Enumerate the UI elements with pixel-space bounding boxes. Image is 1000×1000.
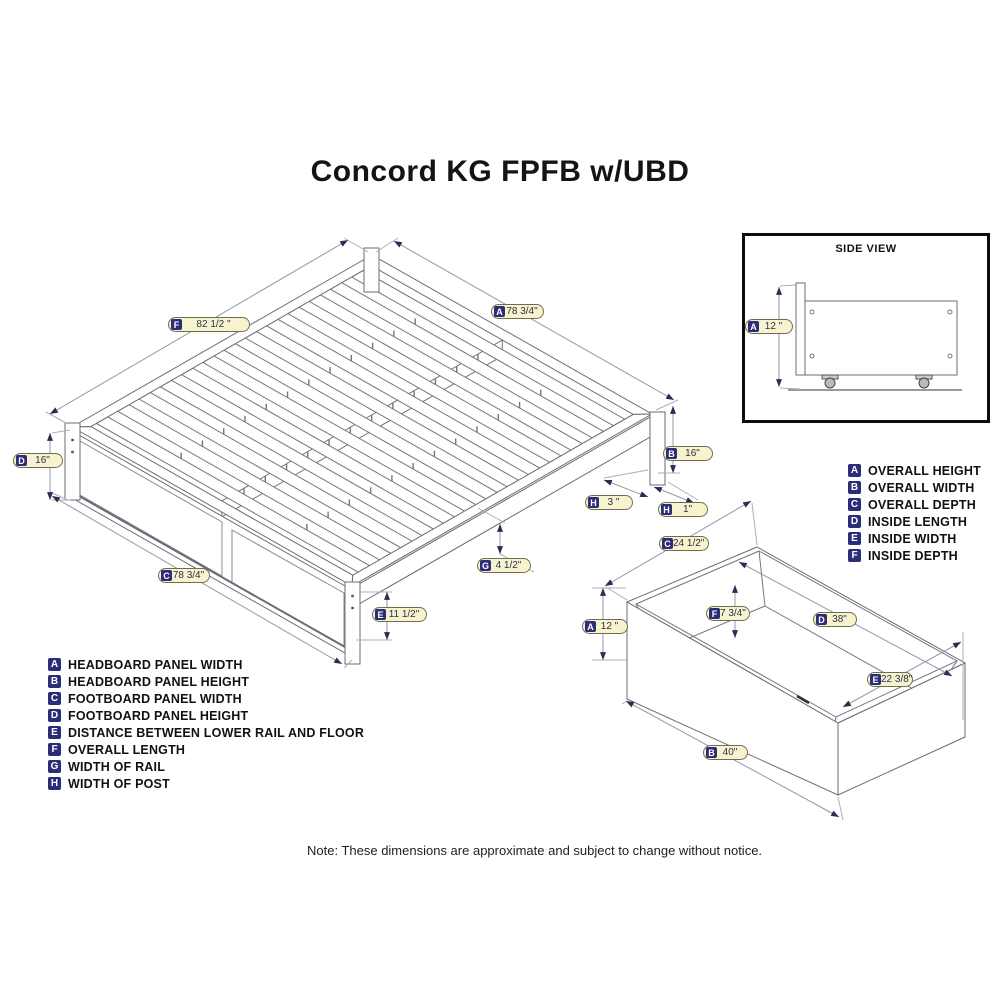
dim-label-rail-width: G 4 1/2" (477, 558, 531, 573)
dim-label-drawer-overall-depth: C 24 1/2" (659, 536, 709, 551)
page-title: Concord KG FPFB w/UBD (310, 155, 690, 188)
side-view-inset-box (742, 233, 990, 423)
dim-label-headboard-width: A 78 3/4" (491, 304, 544, 319)
dim-label-post-width-1: H 1" (658, 502, 708, 517)
dim-label-drawer-overall-height: A 12 " (582, 619, 628, 634)
dim-label-headboard-height: B 16" (663, 446, 713, 461)
dim-label-footboard-width: C 78 3/4" (158, 568, 210, 583)
bed-drawing (45, 237, 699, 669)
dim-label-drawer-overall-width: B 40" (703, 745, 748, 760)
dim-label-rail-to-floor: E 11 1/2" (372, 607, 427, 622)
side-view-drawing (776, 282, 962, 391)
caster-wheels (821, 374, 933, 389)
dim-label-post-width-3: H 3 " (585, 495, 633, 510)
dim-label-drawer-inside-width: E 22 3/8" (867, 672, 913, 687)
dim-label-drawer-inside-depth: F 7 3/4" (706, 606, 750, 621)
side-view-title: SIDE VIEW (835, 243, 897, 255)
dim-label-sideview-height: A 12 " (745, 319, 793, 334)
dim-label-overall-length: F 82 1/2 " (168, 317, 250, 332)
dim-label-drawer-inside-length: D 38" (813, 612, 857, 627)
dim-label-footboard-height: D 16" (13, 453, 63, 468)
footer-note: Note: These dimensions are approximate a… (307, 843, 763, 858)
